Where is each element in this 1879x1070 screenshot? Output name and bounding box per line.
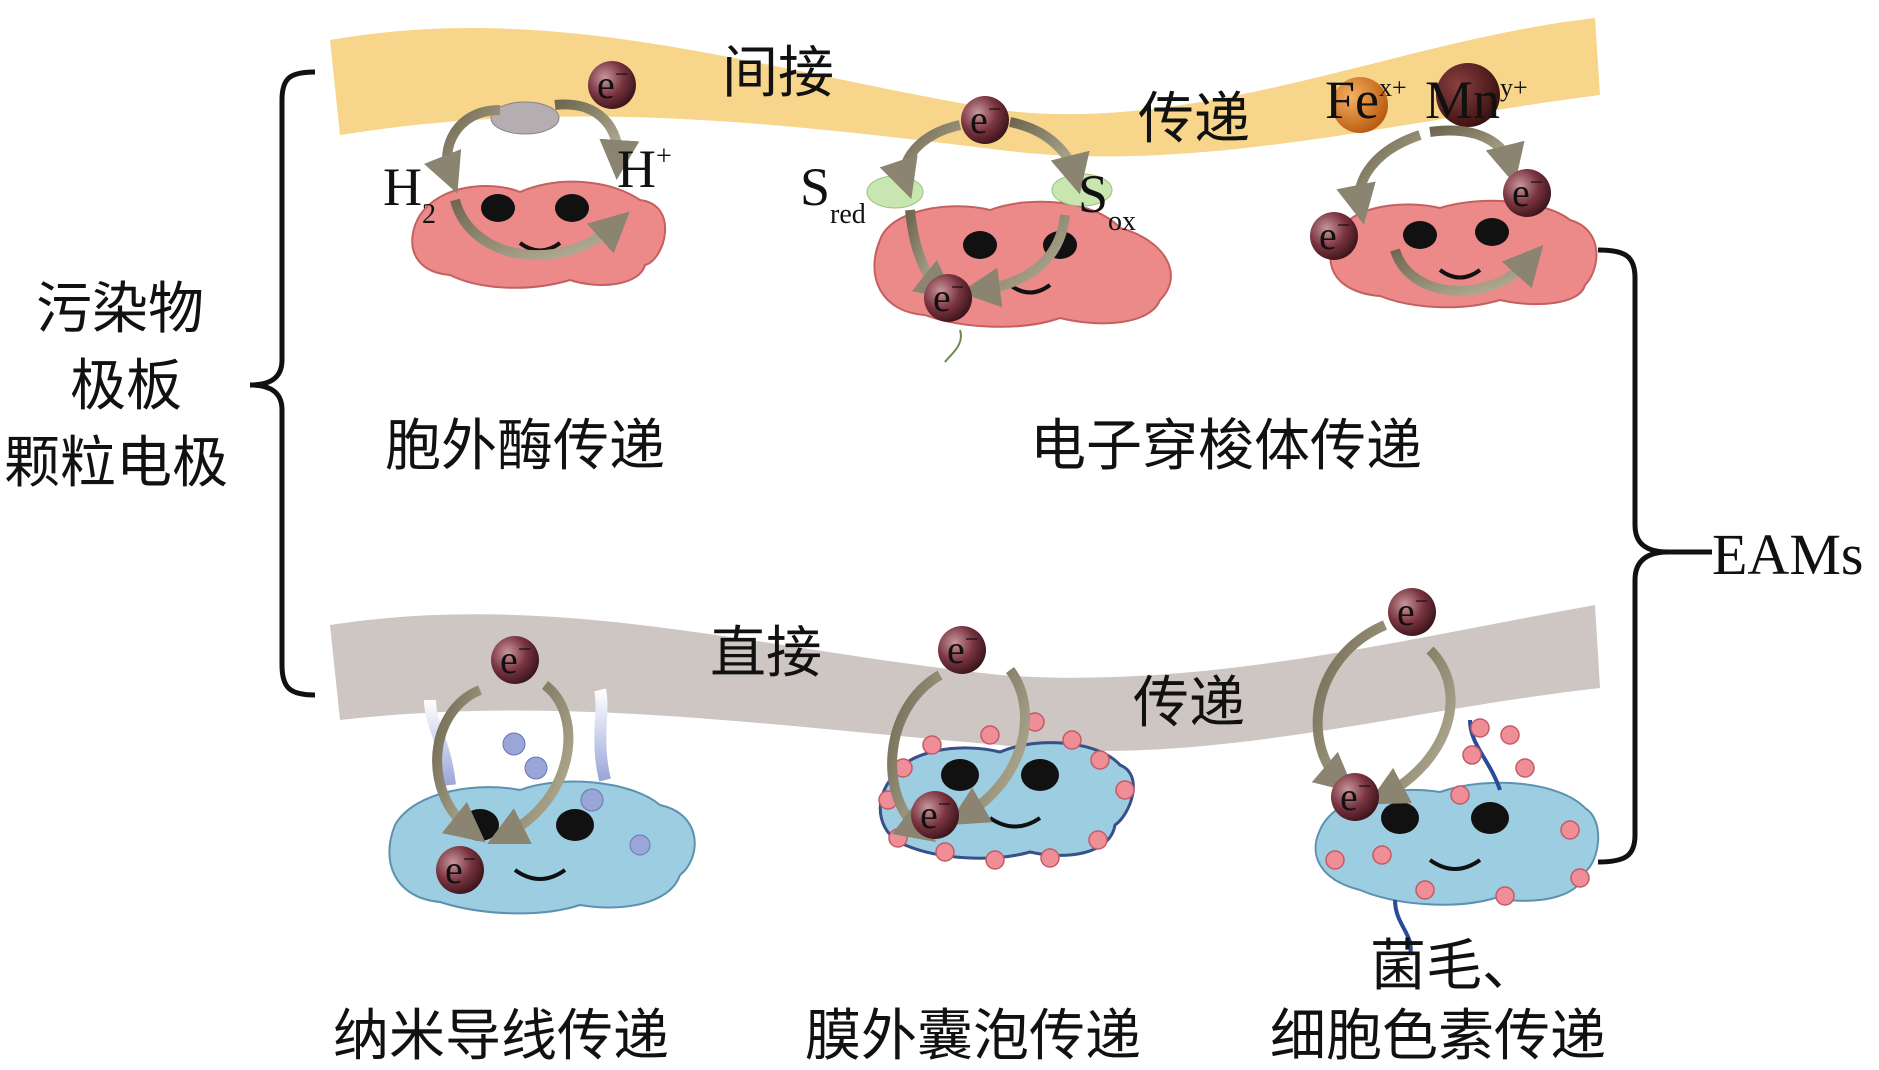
mouth	[1008, 283, 1052, 295]
electron: e−	[1331, 773, 1379, 821]
source-plate: 极板	[70, 354, 182, 419]
cycle-arrow-right	[947, 667, 1030, 826]
indirect-label-2: 传递	[1138, 87, 1250, 152]
source-particle-electrode: 颗粒电极	[4, 431, 228, 496]
right-bracket	[1597, 247, 1669, 865]
electron: e−	[961, 96, 1009, 144]
eye-right	[1021, 759, 1059, 791]
eye-left	[481, 194, 515, 222]
bubble	[502, 732, 526, 756]
mouth	[1428, 858, 1482, 871]
electron: e−	[911, 791, 959, 839]
h2-label: H2	[383, 157, 436, 230]
eye-right	[555, 194, 589, 222]
svg-text:e−: e−	[1512, 170, 1543, 215]
bubble	[524, 756, 548, 780]
electron: e−	[436, 846, 484, 894]
electron: e−	[938, 626, 986, 674]
mouth	[1438, 268, 1482, 280]
cytochromes	[1325, 718, 1590, 906]
source-pollutant: 污染物	[36, 277, 204, 342]
eams-label: EAMs	[1712, 522, 1863, 587]
bubble	[580, 788, 604, 812]
cycle-arrow-top	[1429, 125, 1525, 185]
svg-text:e−: e−	[947, 627, 978, 672]
flagellum	[944, 329, 962, 363]
eye-right	[556, 809, 594, 841]
svg-text:e−: e−	[1397, 589, 1428, 634]
eye-right	[1475, 218, 1509, 246]
svg-text:e−: e−	[445, 847, 476, 892]
bubble	[629, 834, 651, 856]
cell-body	[411, 180, 667, 289]
svg-text:e−: e−	[1340, 774, 1371, 819]
cycle-arrow-left	[1336, 130, 1422, 225]
caption-extracellular-enzyme: 胞外酶传递	[385, 414, 665, 479]
cycle-arrow-left	[1311, 620, 1388, 794]
electron: e−	[588, 61, 636, 109]
mn-ion	[1436, 63, 1500, 127]
svg-text:e−: e−	[933, 275, 964, 320]
sred-label: Sred	[800, 157, 866, 230]
enzyme-cloud	[490, 101, 560, 135]
electron: e−	[491, 636, 539, 684]
cycle-arrow-inner	[1390, 245, 1544, 296]
electron: e−	[1388, 588, 1436, 636]
caption-nanowire: 纳米导线传递	[333, 1004, 669, 1069]
cell-metal: Fex+ Mny+	[1325, 63, 1598, 309]
caption-pili-line1: 菌毛、	[1370, 934, 1538, 999]
cell-shuttle: Sred Sox	[800, 117, 1172, 363]
direct-label-2: 传递	[1133, 671, 1245, 736]
cell-nanowire	[388, 681, 696, 915]
caption-electron-shuttle: 电子穿梭体传递	[1030, 414, 1422, 479]
cycle-arrow-right	[1367, 646, 1456, 805]
cell-enzyme: H2 H+	[383, 99, 672, 289]
caption-vesicle: 膜外囊泡传递	[805, 1004, 1141, 1069]
eye-left	[963, 231, 997, 259]
pilus-bottom	[1393, 899, 1413, 956]
eye-left	[941, 759, 979, 791]
eye-left	[1381, 802, 1419, 834]
cycle-arrow-left	[424, 105, 501, 194]
eye-left	[1403, 221, 1437, 249]
indirect-band	[330, 18, 1600, 157]
hplus-label: H+	[617, 139, 672, 199]
vesicles	[878, 712, 1135, 870]
eye-right	[1471, 802, 1509, 834]
electron: e−	[1503, 169, 1551, 217]
fe-label: Fex+	[1325, 70, 1407, 130]
mn-label: Mny+	[1425, 70, 1528, 130]
mouth	[513, 868, 567, 881]
svg-text:e−: e−	[1319, 213, 1350, 258]
cycle-arrow-left	[887, 670, 943, 843]
electron: e−	[924, 274, 972, 322]
mouth	[988, 816, 1042, 829]
cycle-arrow-right	[554, 99, 640, 180]
direct-label-1: 直接	[710, 621, 822, 686]
indirect-label-1: 间接	[722, 41, 834, 106]
cycle-arrow-left	[432, 685, 486, 843]
fe-ion	[1332, 77, 1388, 133]
caption-pili-line2: 细胞色素传递	[1270, 1004, 1606, 1069]
electron: e−	[1310, 212, 1358, 260]
cycle-arrow-right	[1008, 117, 1090, 195]
svg-text:e−: e−	[500, 637, 531, 682]
svg-text:e−: e−	[970, 97, 1001, 142]
shuttle-cloud-left	[866, 175, 924, 209]
left-bracket	[249, 69, 316, 698]
cycle-arrow-left	[879, 120, 962, 199]
nanowire-right	[594, 688, 611, 782]
cycle-arrow-lower-right	[960, 214, 1070, 308]
cycle-arrow-right	[487, 681, 574, 844]
cycle-arrow-inner	[450, 198, 630, 260]
sox-label: Sox	[1078, 164, 1136, 237]
svg-text:e−: e−	[597, 62, 628, 107]
cell-pili	[1311, 620, 1600, 956]
direct-band	[330, 605, 1600, 751]
svg-text:e−: e−	[920, 792, 951, 837]
electrons: e− e− e− e− e− e− e− e− e− e− e−	[436, 61, 1551, 894]
